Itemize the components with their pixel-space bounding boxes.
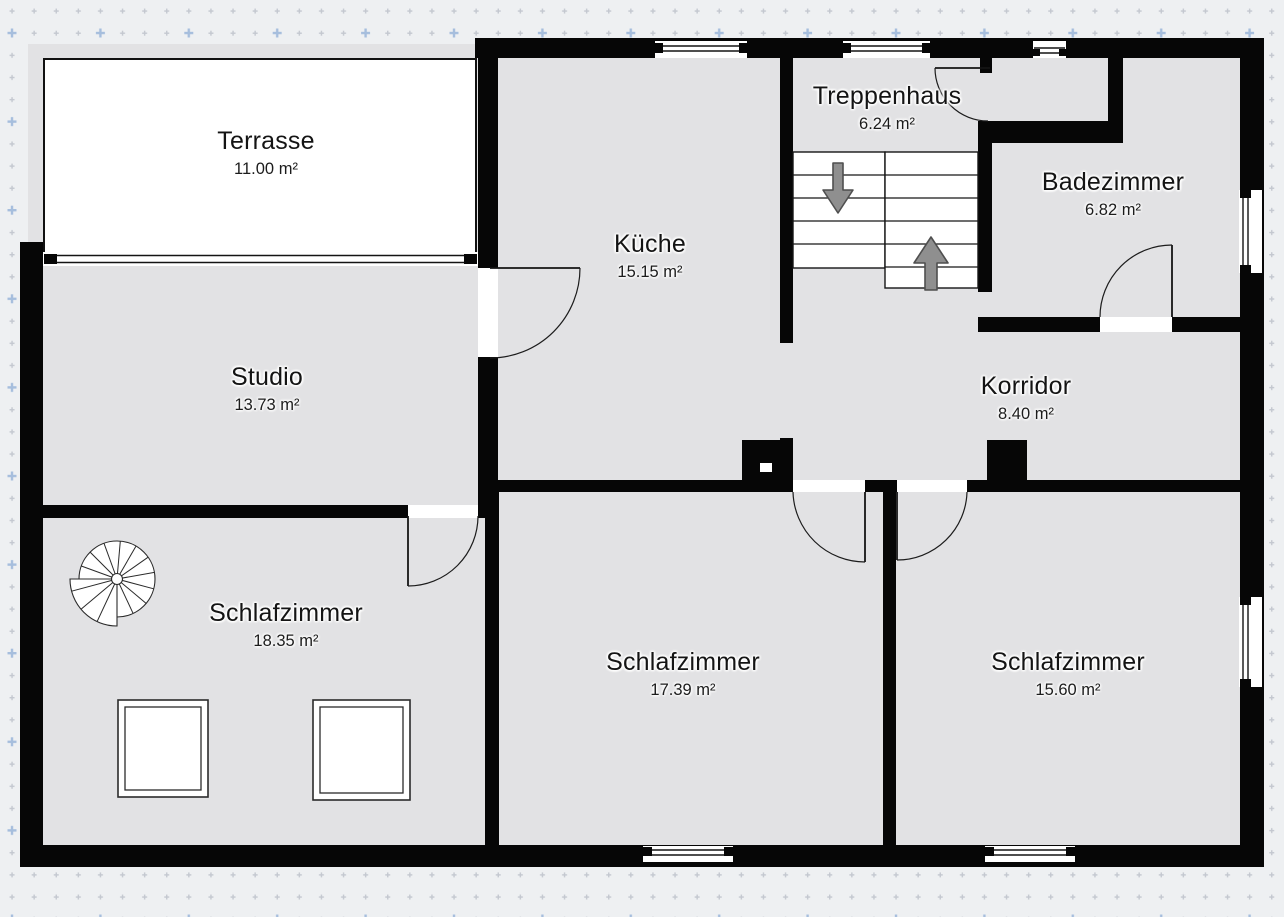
room-area: 15.60 m² xyxy=(1035,681,1101,699)
windows xyxy=(43,41,1262,862)
room-area: 13.73 m² xyxy=(234,396,300,414)
room-label-korridor[interactable]: Korridor 8.40 m² xyxy=(981,372,1072,424)
door-bedroom-left xyxy=(407,515,479,587)
room-label-treppenhaus[interactable]: Treppenhaus 6.24 m² xyxy=(813,82,962,134)
room-name: Küche xyxy=(614,230,686,258)
window-bottom-2 xyxy=(985,846,1075,862)
door-corridor-bedroom-mid xyxy=(792,491,866,563)
room-label-kueche[interactable]: Küche 15.15 m² xyxy=(614,230,686,282)
window-right-1 xyxy=(1239,190,1262,273)
door-studio-kitchen xyxy=(489,267,581,359)
room-name: Schlafzimmer xyxy=(991,648,1145,676)
room-name: Badezimmer xyxy=(1041,168,1185,196)
room-area: 17.39 m² xyxy=(650,681,716,699)
room-label-terrasse[interactable]: Terrasse 11.00 m² xyxy=(217,127,314,179)
room-area: 11.00 m² xyxy=(234,160,298,178)
window-right-2 xyxy=(1239,597,1262,687)
door-stairwell xyxy=(934,67,990,122)
doors xyxy=(407,67,1173,587)
room-area: 6.24 m² xyxy=(859,115,915,133)
room-area: 18.35 m² xyxy=(253,632,319,650)
room-name: Terrasse xyxy=(217,127,315,155)
staircase xyxy=(792,151,979,291)
stairs-down-arrow-icon xyxy=(822,162,854,214)
room-name: Korridor xyxy=(980,372,1072,400)
room-label-schlafzimmer-3[interactable]: Schlafzimmer 15.60 m² xyxy=(991,648,1145,700)
door-bathroom xyxy=(1099,244,1173,318)
door-corridor-bedroom-right xyxy=(896,491,968,561)
room-label-schlafzimmer-1[interactable]: Schlafzimmer 18.35 m² xyxy=(209,599,363,651)
furniture xyxy=(117,699,411,801)
room-label-badezimmer[interactable]: Badezimmer 6.82 m² xyxy=(1042,168,1184,220)
room-name: Studio xyxy=(230,363,304,391)
terrace-area[interactable] xyxy=(43,58,477,254)
spiral-staircase xyxy=(69,540,156,627)
window-bottom-1 xyxy=(643,846,733,862)
room-label-schlafzimmer-2[interactable]: Schlafzimmer 17.39 m² xyxy=(606,648,760,700)
room-label-studio[interactable]: Studio 13.73 m² xyxy=(231,363,303,415)
room-name: Schlafzimmer xyxy=(209,599,363,627)
room-area: 6.82 m² xyxy=(1085,201,1141,219)
window-top-3 xyxy=(1033,41,1066,58)
room-name: Schlafzimmer xyxy=(606,648,760,676)
window-top-1 xyxy=(655,41,747,58)
doorway-gaps xyxy=(408,268,1172,518)
stairs-up-arrow-icon xyxy=(913,236,949,291)
room-name: Treppenhaus xyxy=(812,82,962,110)
room-area: 15.15 m² xyxy=(617,263,683,281)
window-top-2 xyxy=(843,41,930,58)
room-area: 8.40 m² xyxy=(998,405,1054,423)
